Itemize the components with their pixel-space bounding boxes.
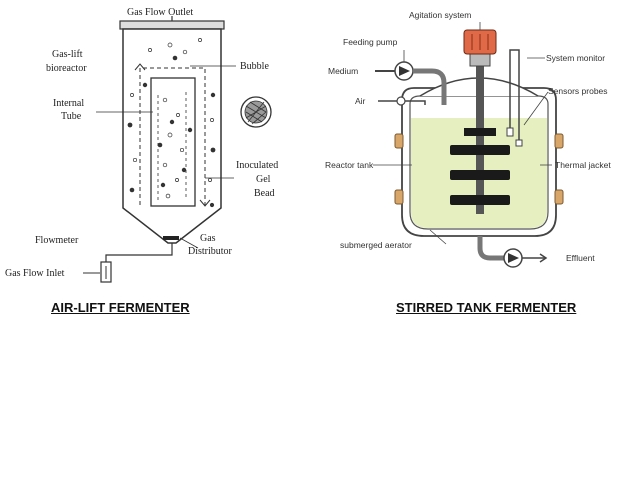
distributor-label: Distributor	[188, 246, 233, 257]
bead-label: Bead	[254, 188, 275, 199]
airlift-title-line2: bioreactor	[46, 63, 87, 74]
circulation-path	[139, 67, 206, 205]
gas-distributor	[163, 236, 179, 240]
effluent-arrowhead	[539, 253, 548, 263]
jacket-tabs	[394, 133, 564, 205]
stirred-leaders	[373, 22, 552, 245]
internal-tube	[150, 77, 196, 207]
gel-label: Gel	[256, 174, 271, 185]
sensors-label: Sensors probes	[548, 86, 608, 96]
air-label: Air	[355, 96, 366, 106]
reactor-cap	[119, 20, 225, 30]
airlift-caption: AIR-LIFT FERMENTER	[51, 300, 190, 315]
effluent-pump-arrow	[508, 253, 519, 263]
system-monitor-label: System monitor	[546, 53, 605, 63]
pump-arrow	[399, 66, 410, 76]
gas-flow-outlet-label: Gas Flow Outlet	[127, 7, 193, 18]
submerged-aerator-label: submerged aerator	[340, 240, 412, 250]
bubble-label: Bubble	[240, 61, 269, 72]
reactor-tank-label: Reactor tank	[325, 160, 374, 170]
effluent-pipe	[477, 236, 504, 261]
stirred-tank-diagram: Agitation system Feeding pump System mon…	[325, 10, 611, 268]
bubbles	[130, 38, 214, 199]
probe-tip-1	[506, 127, 514, 137]
inoculated-label: Inoculated	[236, 160, 278, 171]
airlift-leaders	[96, 65, 236, 249]
probe-tip-2	[515, 139, 523, 147]
gel-bead-inset	[240, 96, 272, 128]
gas-label: Gas	[200, 233, 216, 244]
impeller-blades	[450, 128, 510, 205]
air-pipe	[405, 100, 426, 105]
gel-beads	[127, 55, 216, 208]
flowmeter-label: Flowmeter	[35, 235, 79, 246]
thermal-jacket-label: Thermal jacket	[555, 160, 611, 170]
agitation-label: Agitation system	[409, 10, 471, 20]
air-valve	[396, 96, 406, 106]
sensor-probes	[509, 49, 520, 140]
feeding-pump-label: Feeding pump	[343, 37, 398, 47]
feed-pipe	[413, 68, 447, 105]
gas-inlet-pipe	[105, 243, 173, 262]
internal-tube-label-line1: Internal	[53, 98, 84, 109]
agitator-shaft	[476, 64, 484, 214]
internal-tube-label-line2: Tube	[61, 111, 82, 122]
effluent-label: Effluent	[566, 253, 595, 263]
gas-flow-inlet-label: Gas Flow Inlet	[5, 268, 65, 279]
stirred-tank-caption: STIRRED TANK FERMENTER	[396, 300, 577, 315]
flow-arrows	[134, 63, 211, 207]
airlift-title-line1: Gas-lift	[52, 49, 83, 60]
medium-label: Medium	[328, 66, 358, 76]
airlift-diagram: Gas Flow Outlet	[5, 7, 278, 283]
